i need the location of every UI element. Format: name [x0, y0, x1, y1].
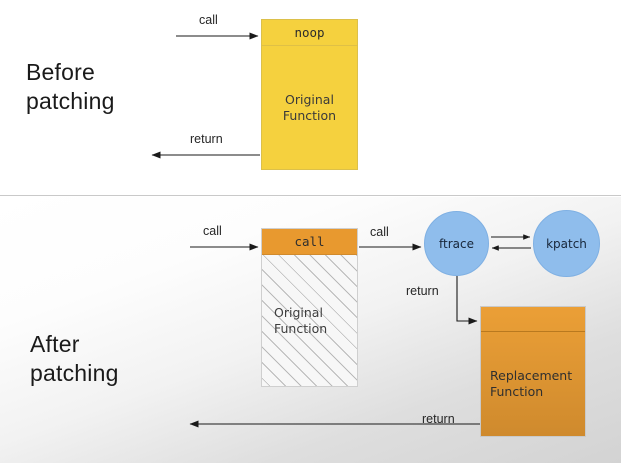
section-divider	[0, 195, 621, 196]
after-call-in-label: call	[203, 224, 222, 238]
ftrace-node-label: ftrace	[439, 236, 474, 251]
replacement-function-body: Replacement Function	[490, 368, 573, 399]
before-call-label: call	[199, 13, 218, 27]
before-original-function-body: Original Function	[282, 91, 337, 123]
after-patching-label: After patching	[30, 331, 119, 387]
before-original-function-header: noop	[262, 20, 357, 46]
ftrace-return-label: return	[406, 284, 439, 298]
disabled-hatch-pattern	[262, 255, 357, 386]
kpatch-node: kpatch	[533, 210, 600, 277]
after-original-function-header: call	[262, 229, 357, 255]
replacement-function-header	[481, 307, 585, 332]
replacement-function-box: Replacement Function	[480, 306, 586, 437]
after-call-out-label: call	[370, 225, 389, 239]
after-return-label: return	[422, 412, 455, 426]
before-patching-label: Before patching	[26, 59, 115, 115]
kpatch-node-label: kpatch	[546, 236, 587, 251]
ftrace-node: ftrace	[424, 211, 489, 276]
after-original-function-body: Original Function	[274, 304, 328, 336]
after-original-function-box: call Original Function	[261, 228, 358, 387]
before-original-function-box: noop Original Function	[261, 19, 358, 170]
before-return-label: return	[190, 132, 223, 146]
